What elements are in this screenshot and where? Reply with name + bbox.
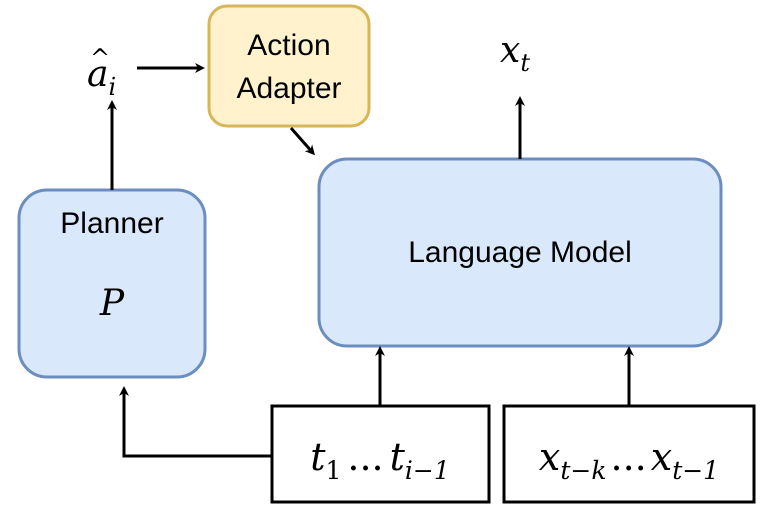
plan-tokens-box bbox=[270, 404, 491, 504]
action-adapter-label-line1: Action bbox=[247, 29, 330, 62]
action-hat-label: ai bbox=[87, 54, 116, 101]
context-tokens-node: xt−k...xt−1 bbox=[502, 404, 756, 504]
edges bbox=[107, 63, 634, 458]
action-adapter-label-line2: Adapter bbox=[236, 72, 341, 105]
plan-token-first: t bbox=[310, 435, 326, 479]
edge-plan-tokens-to-planner bbox=[119, 386, 272, 458]
action-hat-output: ^ ai bbox=[87, 44, 116, 101]
context-token-first: x bbox=[539, 435, 560, 479]
action-hat-sub: i bbox=[108, 73, 116, 101]
plan-tokens-label: t1...ti−1 bbox=[310, 435, 450, 485]
action-hat-base: a bbox=[87, 54, 108, 95]
context-token-first-sub: t−k bbox=[560, 456, 606, 485]
action-adapter-box bbox=[207, 4, 371, 128]
action-hat-hat: ^ bbox=[90, 44, 110, 72]
next-token-output: xt bbox=[500, 30, 530, 77]
action-adapter-node: Action Adapter bbox=[207, 4, 371, 128]
planner-symbol: P bbox=[99, 283, 125, 324]
plan-token-dots: ... bbox=[347, 435, 383, 479]
plan-token-first-sub: 1 bbox=[325, 456, 341, 485]
planner-node: Planner P bbox=[17, 188, 207, 379]
next-token-base: x bbox=[500, 30, 520, 71]
planner-title: Planner bbox=[60, 207, 163, 240]
edge-action-adapter-to-language-model bbox=[289, 127, 315, 156]
context-tokens-label: xt−k...xt−1 bbox=[539, 435, 719, 485]
context-token-last: x bbox=[651, 435, 672, 479]
context-token-last-sub: t−1 bbox=[672, 456, 719, 485]
plan-token-last-sub: i−1 bbox=[405, 456, 450, 485]
language-model-title: Language Model bbox=[408, 236, 632, 269]
context-token-dots: ... bbox=[611, 435, 647, 479]
plan-token-last: t bbox=[390, 435, 406, 479]
next-token-label: xt bbox=[500, 30, 530, 77]
plan-tokens-node: t1...ti−1 bbox=[270, 404, 491, 504]
language-model-node: Language Model bbox=[317, 157, 723, 348]
next-token-sub: t bbox=[520, 49, 530, 77]
context-tokens-box bbox=[502, 404, 756, 504]
